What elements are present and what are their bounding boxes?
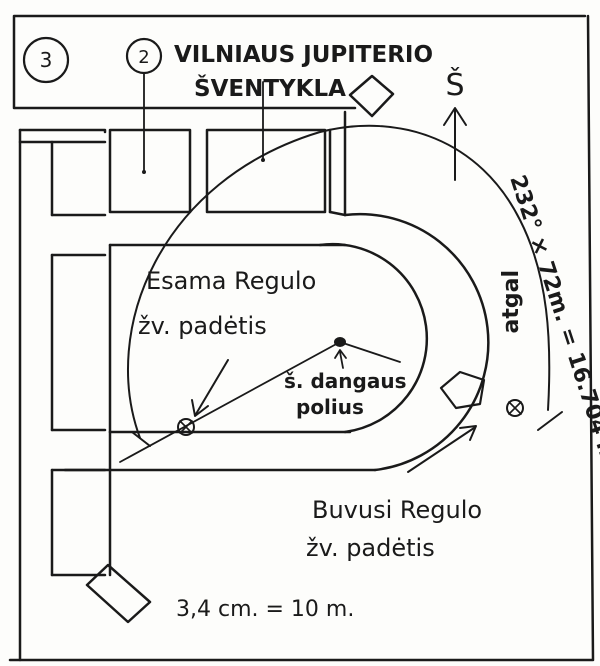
pentagon-icon <box>439 370 486 410</box>
existing-star-symbol <box>177 418 195 436</box>
existing-position-line-2: žv. padėtis <box>138 312 267 340</box>
temple-walls <box>18 110 490 662</box>
arc-direction: atgal <box>499 270 524 334</box>
scale-note: 3,4 cm. = 10 m. <box>176 597 354 622</box>
north-arrow: Š <box>443 66 467 181</box>
pole-label-line-1: š. dangaus <box>284 369 406 393</box>
room-marker-right-label: 2 <box>138 47 149 68</box>
room-marker-3: 3 <box>22 36 70 84</box>
rotation-arc <box>127 124 551 439</box>
former-position-line-1: Buvusi Regulo <box>312 496 482 524</box>
room-marker-2: 2 <box>125 37 163 174</box>
room-1-leader <box>261 81 265 162</box>
existing-position-line-1: Esama Regulo <box>146 267 316 295</box>
former-star-symbol <box>506 399 524 417</box>
celestial-pole-dot <box>334 337 346 347</box>
title-line-1: VILNIAUS JUPITERIO <box>174 42 433 68</box>
room-marker-left-label: 3 <box>40 48 53 72</box>
former-position-line-2: žv. padėtis <box>306 534 435 562</box>
entrance-block-bottom <box>85 563 152 624</box>
pole-label-line-2: polius <box>296 395 364 419</box>
entrance-block-top <box>348 74 395 118</box>
title-line-2: ŠVENTYKLA <box>194 74 346 102</box>
page-frame <box>8 14 595 662</box>
north-label: Š <box>445 66 464 103</box>
